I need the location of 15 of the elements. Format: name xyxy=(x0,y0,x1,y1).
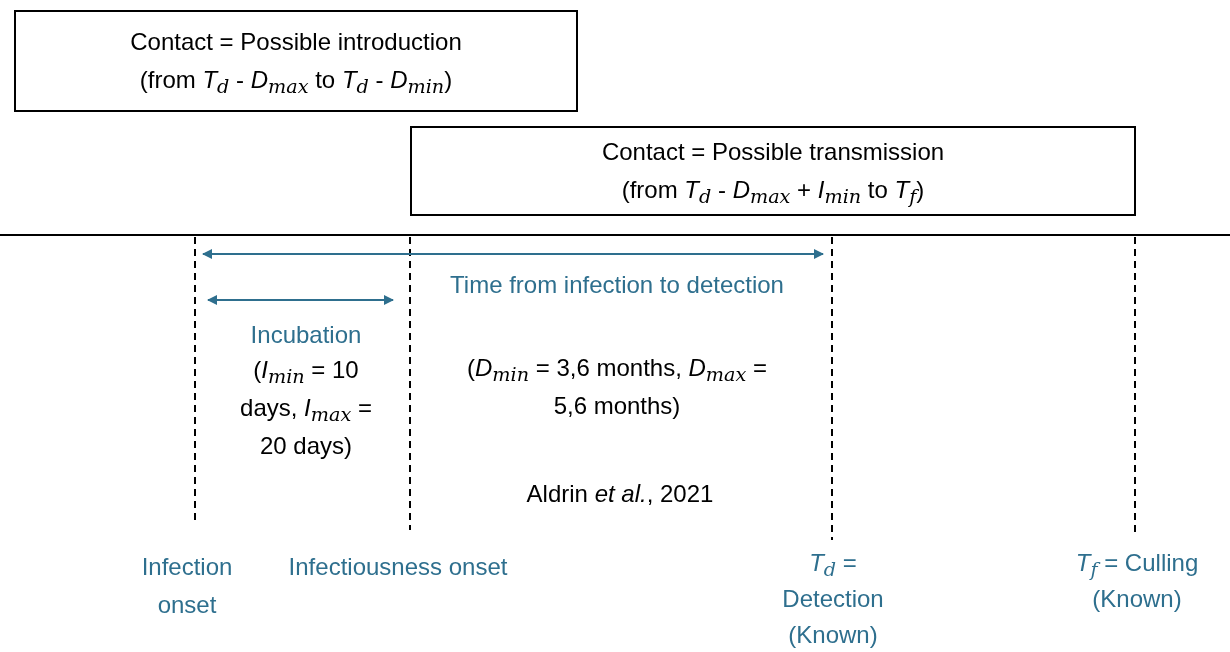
parameter-note: (D$_{min}$ = 3,6 months, D$_{max}$ = 5,6 months) xyxy=(466,353,768,421)
event-label: Infectiousness onset xyxy=(288,552,508,582)
span-label: Time from infection to detection xyxy=(449,270,785,300)
event-label: Infection onset xyxy=(140,552,234,620)
citation: Aldrin et al., 2021 xyxy=(525,479,715,509)
parameter-note: (I$_{min}$ = 10 days, I$_{max}$ = 20 days) xyxy=(239,355,373,461)
contact-window-box xyxy=(410,126,1136,216)
box-formula: (from T$_{d}$ - D$_{max}$ + I$_{min}$ to T$_{f}$) xyxy=(621,175,925,209)
box-heading: Contact = Possible introduction xyxy=(130,27,462,57)
event-label: T$_{d}$ = Detection (Known) xyxy=(781,548,885,650)
box-formula: (from T$_{d}$ - D$_{max}$ to T$_{d}$ - D$_{min}$) xyxy=(139,65,453,99)
event-label: T$_{f}$ = Culling (Known) xyxy=(1074,548,1200,614)
box-heading: Contact = Possible transmission xyxy=(601,137,945,167)
span-label: Incubation xyxy=(249,320,363,350)
contact-window-box xyxy=(14,10,578,112)
